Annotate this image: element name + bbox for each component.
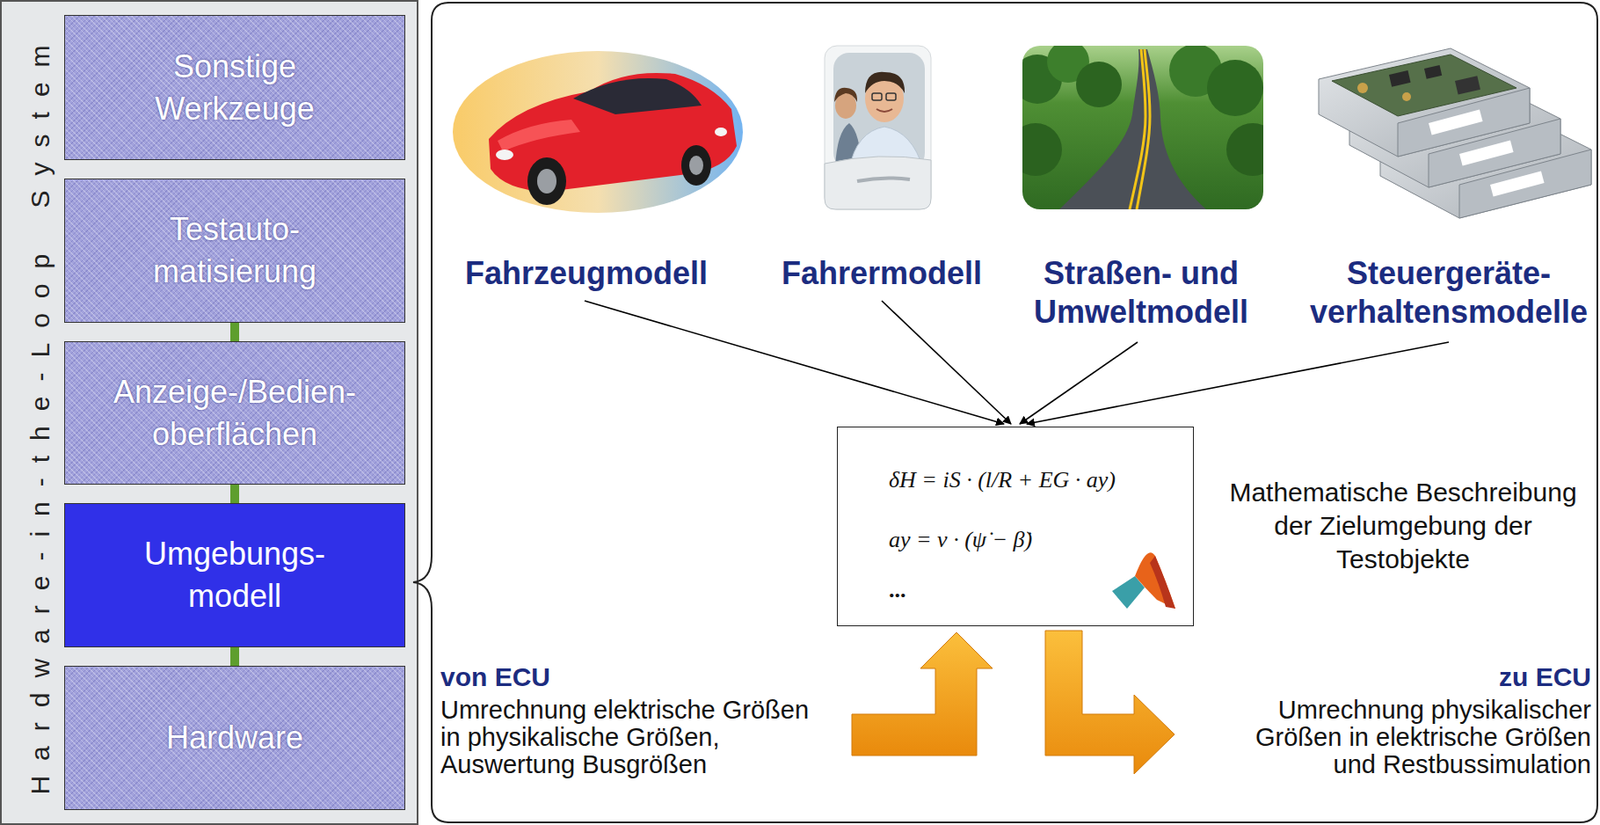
tool-box: Testauto- matisierung xyxy=(64,178,406,323)
matlab-logo xyxy=(1134,552,1176,609)
model-name: Fahrzeugmodell xyxy=(454,254,719,293)
matlab-logo xyxy=(1149,555,1176,609)
driver-picture xyxy=(886,93,896,101)
car-picture xyxy=(537,168,557,194)
model-arrows xyxy=(584,300,1004,424)
model-name: Fahrermodell xyxy=(767,254,997,293)
ecu-picture xyxy=(1318,48,1530,157)
model-name: Straßen- und Umweltmodell xyxy=(1022,254,1260,332)
ecu-picture xyxy=(1490,170,1545,197)
driver-picture xyxy=(833,52,925,169)
box-text: Testauto- matisierung xyxy=(100,208,370,293)
model-arrows xyxy=(1026,341,1449,424)
road-picture xyxy=(1207,59,1264,117)
driver-picture xyxy=(824,156,931,210)
stack-connector xyxy=(230,484,240,503)
tool-box: Sonstige Werkzeuge xyxy=(64,14,406,160)
driver-picture xyxy=(834,87,858,102)
signal-heading: zu ECU xyxy=(1239,661,1592,693)
model-arrows xyxy=(1019,341,1138,424)
signal-note: Umrechnung physikalischer Größen in elek… xyxy=(1239,696,1592,779)
car-picture xyxy=(488,72,737,192)
active-tool-box: Umgebungs- modell xyxy=(64,502,406,648)
tool-box: Hardware xyxy=(64,665,406,810)
formula-box: δH = iS · (l/R + EG · ay) ay = v · (ψ̇ − … xyxy=(836,426,1194,626)
signal-arrows xyxy=(851,632,993,756)
driver-picture xyxy=(824,45,931,210)
road-picture xyxy=(1226,123,1264,176)
driver-picture xyxy=(824,45,931,210)
model-arrows xyxy=(881,300,1011,424)
hil-panel xyxy=(0,0,418,824)
car-picture xyxy=(452,50,743,213)
signal-arrows xyxy=(851,630,1175,774)
ecu-picture xyxy=(1428,109,1484,135)
ecu-picture xyxy=(1459,139,1514,166)
car-picture xyxy=(714,127,728,137)
ecu-picture xyxy=(1389,70,1411,88)
matlab-logo xyxy=(1112,552,1176,609)
box-text: Hardware xyxy=(166,716,304,759)
car-picture xyxy=(681,145,712,186)
driver-picture xyxy=(857,177,910,182)
description-note: Mathematische Beschreibung der Zielumgeb… xyxy=(1222,475,1584,576)
tool-box: Anzeige-/Bedien- oberflächen xyxy=(64,341,406,485)
signal-arrows xyxy=(1045,630,1175,774)
road-picture xyxy=(1136,49,1150,210)
road-picture xyxy=(1076,61,1122,108)
ecu-picture xyxy=(1357,82,1368,94)
model-panel-brace xyxy=(413,2,1598,822)
signal-heading: von ECU xyxy=(440,661,819,693)
road-picture xyxy=(1022,123,1062,176)
car-picture xyxy=(527,157,567,205)
box-text: Anzeige-/Bedien- oberflächen xyxy=(100,370,370,456)
box-text-line: ay = v · (ψ̇ − β̇) xyxy=(888,520,1179,560)
ecu-picture xyxy=(1424,65,1442,80)
driver-picture xyxy=(872,93,882,101)
car-picture xyxy=(497,119,581,152)
driver-picture xyxy=(876,109,893,112)
ecu-picture xyxy=(1331,54,1517,117)
ecu-picture xyxy=(1318,48,1592,219)
driver-picture xyxy=(865,72,905,94)
box-text: Umgebungs- modell xyxy=(100,532,370,618)
road-picture xyxy=(1022,45,1264,210)
box-text: δH = iS · (l/R + EG · ay) xyxy=(888,460,1179,500)
stack-connector xyxy=(230,322,240,342)
ecu-picture xyxy=(1454,75,1481,95)
car-picture xyxy=(689,155,704,175)
car-picture xyxy=(452,50,743,213)
signal-note: Umrechnung elektrische Größen in physika… xyxy=(440,696,819,779)
model-name: Steuergeräte- verhaltensmodelle xyxy=(1308,254,1590,332)
stack-connector xyxy=(230,647,240,666)
road-picture xyxy=(1129,49,1146,210)
box-text-line: ... xyxy=(888,576,1179,604)
box-text: Sonstige Werkzeuge xyxy=(100,45,370,131)
road-picture xyxy=(1059,49,1207,210)
system-title-vertical: Hardware-in-the-Loop System xyxy=(24,16,57,808)
ecu-picture xyxy=(1402,92,1411,102)
car-picture xyxy=(573,78,702,115)
car-picture xyxy=(495,149,514,160)
